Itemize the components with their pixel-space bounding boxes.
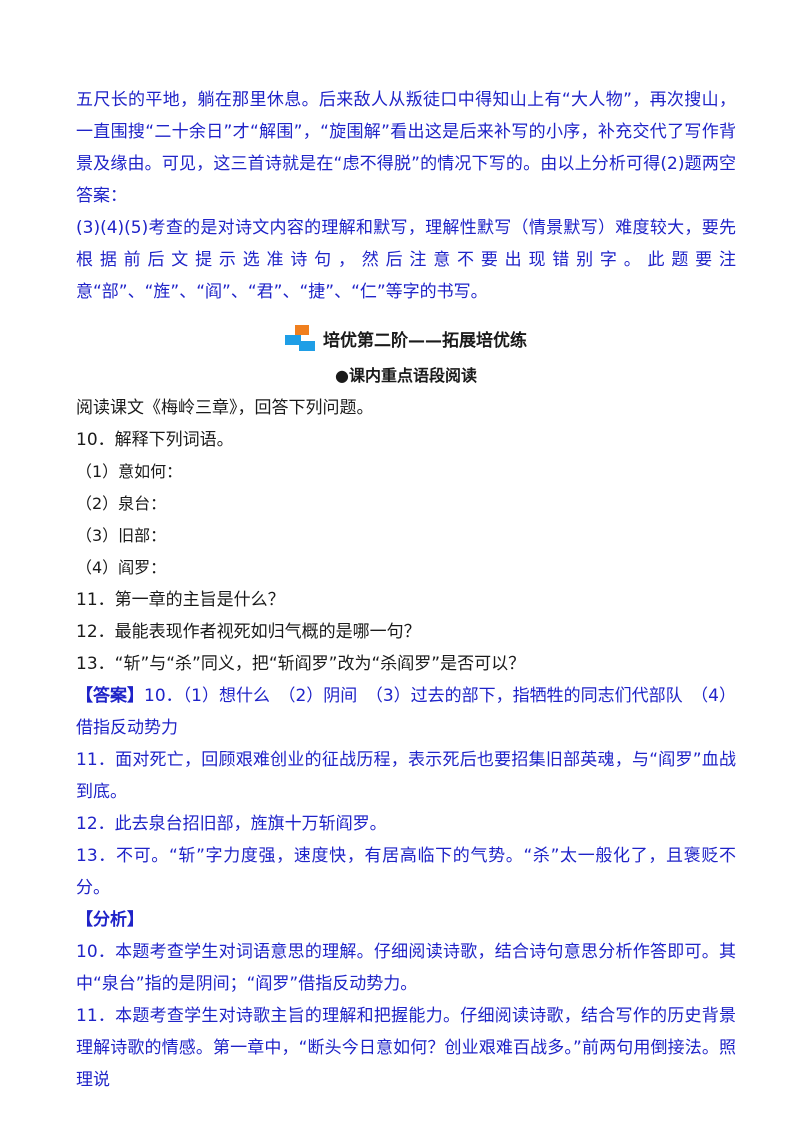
answer-12: 12．此去泉台招旧部，旌旗十万斩阎罗。 xyxy=(76,814,387,834)
question-10-item-2: （2）泉台： xyxy=(76,494,167,513)
analysis-10: 10．本题考查学生对词语意思的理解。仔细阅读诗歌，结合诗句意思分析作答即可。其中… xyxy=(76,942,736,994)
analysis-11: 11．本题考查学生对诗歌主旨的理解和把握能力。仔细阅读诗歌，结合写作的历史背景理… xyxy=(76,1006,736,1090)
question-11: 11．第一章的主旨是什么？ xyxy=(76,590,285,610)
stage-logo-icon xyxy=(285,325,315,351)
reading-intro: 阅读课文《梅岭三章》，回答下列问题。 xyxy=(76,398,374,418)
stage-title: 培优第二阶——拓展培优练 xyxy=(323,330,527,351)
question-10: 10．解释下列词语。 xyxy=(76,430,234,450)
answer-13: 13．不可。“斩”字力度强，速度快，有居高临下的气势。“杀”太一般化了，且褒贬不… xyxy=(76,846,736,898)
question-10-item-3: （3）旧部： xyxy=(76,526,167,545)
answer-11: 11．面对死亡，回顾艰难创业的征战历程，表示死后也要招集旧部英魂，与“阎罗”血战… xyxy=(76,750,736,802)
answer-label: 【答案】 xyxy=(76,686,145,706)
stage-heading: 培优第二阶——拓展培优练 xyxy=(76,318,736,358)
answer-10: 【答案】10．（1）想什么 （2）阴间 （3）过去的部下，指牺牲的同志们代部队 … xyxy=(76,680,736,744)
analysis-paragraph-continued: 五尺长的平地，躺在那里休息。后来敌人从叛徒口中得知山上有“大人物”，再次搜山，一… xyxy=(76,90,736,206)
question-10-item-1: （1）意如何： xyxy=(76,462,183,481)
question-12: 12．最能表现作者视死如归气概的是哪一句？ xyxy=(76,622,421,642)
document-page: 五尺长的平地，躺在那里休息。后来敌人从叛徒口中得知山上有“大人物”，再次搜山，一… xyxy=(76,84,736,1096)
analysis-paragraph-345: (3)(4)(5)考查的是对诗文内容的理解和默写，理解性默写（情景默写）难度较大… xyxy=(76,218,736,302)
answer-10-text: 10．（1）想什么 （2）阴间 （3）过去的部下，指牺牲的同志们代部队 （4）借… xyxy=(76,686,736,738)
section-title: ●课内重点语段阅读 xyxy=(335,366,477,385)
analysis-label: 【分析】 xyxy=(76,910,144,930)
question-10-item-4: （4）阎罗： xyxy=(76,558,167,577)
question-13: 13．“斩”与“杀”同义，把“斩阎罗”改为“杀阎罗”是否可以？ xyxy=(76,654,526,674)
